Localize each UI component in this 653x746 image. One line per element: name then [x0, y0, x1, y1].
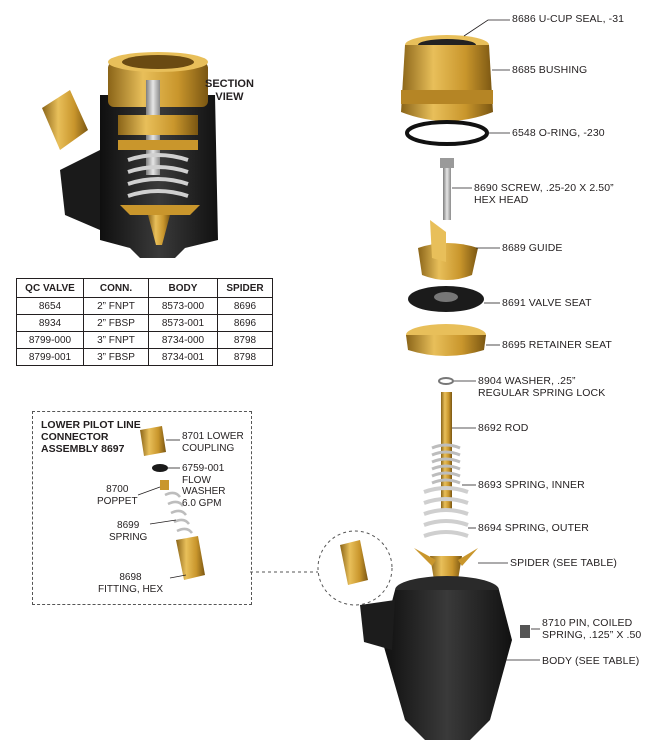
table-header: SPIDER	[217, 278, 273, 298]
callout-screw: 8690 SCREW, .25-20 X 2.50”HEX HEAD	[474, 182, 614, 206]
callout-spring-inner: 8693 SPRING, INNER	[478, 479, 585, 491]
table-cell: 8696	[217, 297, 273, 315]
table-cell: 8799-001	[16, 348, 84, 366]
section-view-illustration	[42, 52, 218, 258]
lower-coupling-illustration	[140, 426, 166, 456]
table-header: BODY	[148, 278, 218, 298]
table-header: CONN.	[83, 278, 149, 298]
spider-illustration	[414, 548, 478, 580]
detail-circle-fitting	[340, 540, 368, 585]
leader-lines	[452, 19, 540, 661]
table-row: 8654 2” FNPT 8573-000 8696	[16, 297, 273, 315]
table-row: 8934 2” FBSP 8573-001 8696	[16, 314, 273, 332]
callout-oring: 6548 O-RING, -230	[512, 127, 605, 139]
table-cell: 8734-001	[148, 348, 218, 366]
table-cell: 3” FNPT	[83, 331, 149, 349]
body-illustration	[360, 576, 530, 740]
guide-illustration	[418, 220, 478, 280]
callout-spider: SPIDER (SEE TABLE)	[510, 557, 618, 569]
table-cell: 8734-000	[148, 331, 218, 349]
detail-circle	[317, 530, 393, 606]
subassembly-box	[32, 411, 252, 605]
table-row: 8799-000 3” FNPT 8734-000 8798	[16, 331, 273, 349]
table-cell: 3” FBSP	[83, 348, 149, 366]
callout-body: BODY (SEE TABLE)	[542, 655, 640, 667]
section-view-label-line1: SECTION	[205, 78, 254, 90]
callout-valve-seat: 8691 VALVE SEAT	[502, 297, 592, 309]
callout-washer: 8904 WASHER, .25”REGULAR SPRING LOCK	[478, 375, 606, 399]
callout-spring-outer: 8694 SPRING, OUTER	[478, 522, 589, 534]
table-cell: 8573-000	[148, 297, 218, 315]
table-cell: 8573-001	[148, 314, 218, 332]
spring-inner-illustration	[431, 443, 461, 485]
section-view-label-line2: VIEW	[215, 91, 244, 103]
washer-illustration	[438, 377, 454, 385]
flow-washer-illustration	[152, 464, 168, 472]
callout-retainer-seat: 8695 RETAINER SEAT	[502, 339, 612, 351]
subassembly-title: LOWER PILOT LINE CONNECTOR ASSEMBLY 8697	[41, 419, 141, 455]
hex-fitting-illustration	[176, 536, 205, 580]
valve-spec-table: QC VALVE CONN. BODY SPIDER 8654 2” FNPT …	[16, 278, 273, 366]
spring-outer-illustration	[423, 486, 469, 538]
callout-ucup-seal: 8686 U-CUP SEAL, -31	[512, 13, 625, 25]
table-header: QC VALVE	[16, 278, 84, 298]
valve-seat-illustration	[408, 286, 484, 312]
screw-illustration	[440, 158, 454, 220]
table-row: 8799-001 3” FBSP 8734-001 8798	[16, 348, 273, 366]
bushing-illustration	[401, 35, 493, 121]
oring-illustration	[405, 120, 489, 146]
callout-bushing: 8685 BUSHING	[512, 64, 588, 76]
section-view-label: SECTION VIEW	[205, 78, 254, 104]
table-cell: 8696	[217, 314, 273, 332]
table-cell: 2” FBSP	[83, 314, 149, 332]
table-cell: 8798	[217, 331, 273, 349]
table-cell: 8934	[16, 314, 84, 332]
table-cell: 8798	[217, 348, 273, 366]
table-header-row: QC VALVE CONN. BODY SPIDER	[16, 278, 273, 298]
retainer-seat-illustration	[406, 324, 486, 356]
poppet-illustration	[160, 480, 169, 490]
callout-rod: 8692 ROD	[478, 422, 529, 434]
table-cell: 2” FNPT	[83, 297, 149, 315]
table-cell: 8799-000	[16, 331, 84, 349]
small-spring-illustration	[164, 491, 194, 534]
callout-guide: 8689 GUIDE	[502, 242, 563, 254]
table-cell: 8654	[16, 297, 84, 315]
